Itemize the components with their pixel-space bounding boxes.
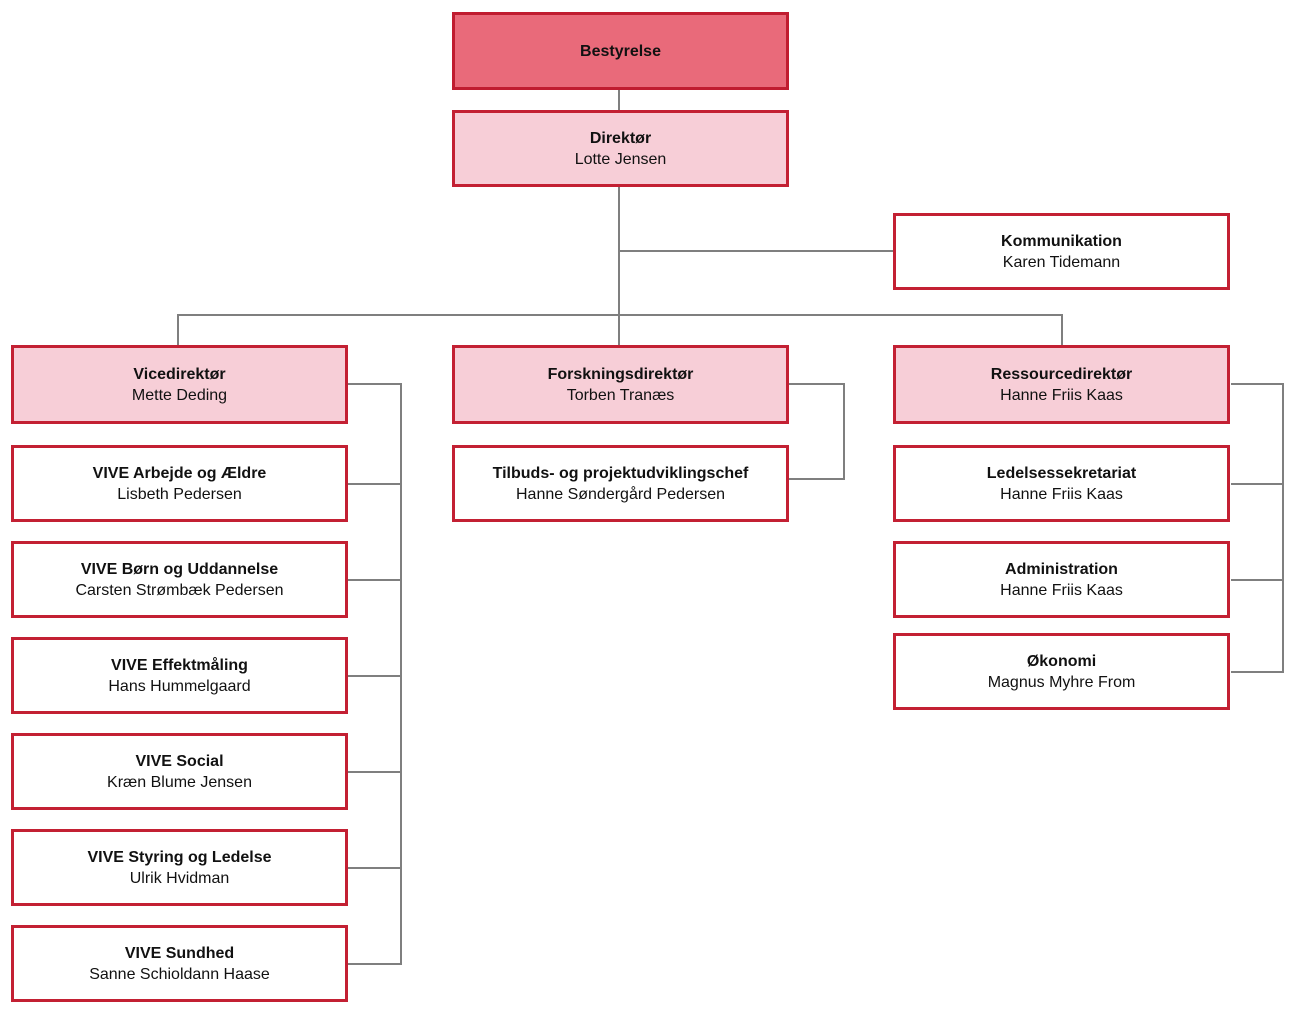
node-title: Direktør	[589, 129, 652, 147]
org-node-forskningsdirektor: Forskningsdirektør Torben Tranæs	[452, 345, 789, 424]
org-node-effektmaling: VIVE Effektmåling Hans Hummelgaard	[11, 637, 348, 714]
org-node-okonomi: Økonomi Magnus Myhre From	[893, 633, 1230, 710]
org-node-social: VIVE Social Kræn Blume Jensen	[11, 733, 348, 810]
connector-stub-sundhed	[347, 963, 402, 965]
connector-stub-tilbuds	[788, 478, 845, 480]
connector-stub-born	[347, 579, 402, 581]
node-person: Hanne Friis Kaas	[1000, 386, 1123, 404]
node-person: Hanne Friis Kaas	[1000, 581, 1123, 599]
org-node-vicedirektor: Vicedirektør Mette Deding	[11, 345, 348, 424]
org-node-administration: Administration Hanne Friis Kaas	[893, 541, 1230, 618]
node-title: VIVE Sundhed	[124, 944, 235, 962]
node-title: Ressourcedirektør	[990, 365, 1133, 383]
connector-main-horizontal	[177, 314, 1063, 316]
org-node-tilbuds-projektudviklingschef: Tilbuds- og projektudviklingschef Hanne …	[452, 445, 789, 522]
connector-to-kommunikation	[618, 250, 893, 252]
org-node-kommunikation: Kommunikation Karen Tidemann	[893, 213, 1230, 290]
connector-stub-forskningsdirektor	[788, 383, 845, 385]
node-person: Sanne Schioldann Haase	[89, 965, 270, 983]
node-title: VIVE Social	[135, 752, 224, 770]
node-person: Magnus Myhre From	[987, 673, 1136, 691]
connector-stub-okonomi	[1231, 671, 1284, 673]
node-title: VIVE Styring og Ledelse	[87, 848, 272, 866]
node-title: VIVE Arbejde og Ældre	[92, 464, 267, 482]
org-node-born-og-uddannelse: VIVE Børn og Uddannelse Carsten Strømbæk…	[11, 541, 348, 618]
node-person: Hanne Søndergård Pedersen	[515, 485, 726, 503]
node-title: Tilbuds- og projektudviklingschef	[492, 464, 749, 482]
connector-stub-ressourcedirektor	[1231, 383, 1284, 385]
connector-middle-rail	[843, 383, 845, 480]
node-person: Hanne Friis Kaas	[1000, 485, 1123, 503]
connector-right-rail	[1282, 383, 1284, 673]
node-person: Ulrik Hvidman	[129, 869, 230, 887]
connector-direktor-trunk	[618, 187, 620, 345]
node-person: Karen Tidemann	[1002, 253, 1121, 271]
node-title: Administration	[1005, 560, 1118, 578]
node-person: Lotte Jensen	[574, 150, 667, 168]
connector-left-rail	[400, 383, 402, 965]
node-title: Ledelsessekretariat	[986, 464, 1137, 482]
connector-stub-styring	[347, 867, 402, 869]
connector-stub-vicedirektor	[347, 383, 402, 385]
node-person: Mette Deding	[131, 386, 228, 404]
connector-drop-vicedirektor	[177, 314, 179, 345]
node-person: Hans Hummelgaard	[108, 677, 251, 695]
connector-stub-social	[347, 771, 402, 773]
node-title: VIVE Effektmåling	[111, 656, 248, 674]
node-title: Bestyrelse	[580, 42, 661, 60]
node-title: Forskningsdirektør	[547, 365, 694, 383]
connector-stub-effekt	[347, 675, 402, 677]
node-person: Lisbeth Pedersen	[117, 485, 242, 503]
org-node-arbejde-og-aeldre: VIVE Arbejde og Ældre Lisbeth Pedersen	[11, 445, 348, 522]
connector-drop-ressourcedirektor	[1061, 314, 1063, 345]
node-title: Økonomi	[1026, 652, 1097, 670]
node-title: Vicedirektør	[133, 365, 226, 383]
node-title: VIVE Børn og Uddannelse	[80, 560, 279, 578]
node-person: Kræn Blume Jensen	[107, 773, 252, 791]
org-node-bestyrelse: Bestyrelse	[452, 12, 789, 90]
connector-stub-administration	[1231, 579, 1284, 581]
connector-stub-arbejde	[347, 483, 402, 485]
org-node-sundhed: VIVE Sundhed Sanne Schioldann Haase	[11, 925, 348, 1002]
org-node-direktor: Direktør Lotte Jensen	[452, 110, 789, 187]
node-person: Carsten Strømbæk Pedersen	[75, 581, 284, 599]
org-node-ressourcedirektor: Ressourcedirektør Hanne Friis Kaas	[893, 345, 1230, 424]
org-node-styring-og-ledelse: VIVE Styring og Ledelse Ulrik Hvidman	[11, 829, 348, 906]
node-title: Kommunikation	[1001, 232, 1122, 250]
org-node-ledelsessekretariat: Ledelsessekretariat Hanne Friis Kaas	[893, 445, 1230, 522]
connector-bestyrelse-direktor	[618, 90, 620, 112]
node-person: Torben Tranæs	[566, 386, 675, 404]
connector-stub-ledelsessekretariat	[1231, 483, 1284, 485]
